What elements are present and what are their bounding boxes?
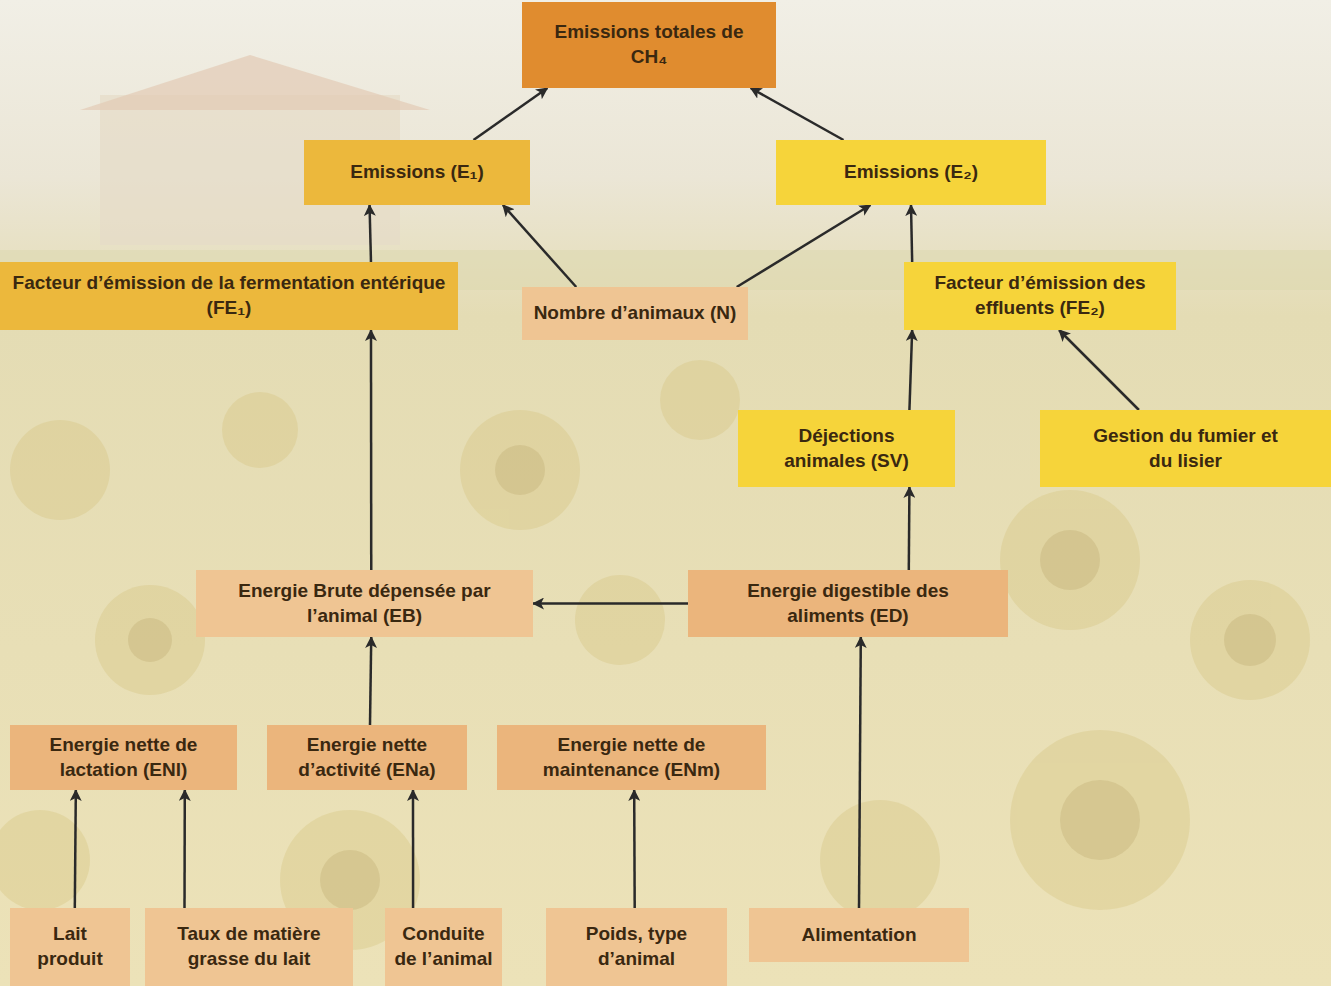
box-label: Nombre d’animaux (N) (534, 301, 737, 326)
process-box: Energie digestible des aliments (ED) (688, 570, 1008, 637)
arrow-connector (412, 790, 415, 908)
arrow-connector (908, 487, 911, 570)
box-label: Energie nette de maintenance (ENm) (507, 733, 757, 782)
process-box: Alimentation (749, 908, 969, 962)
box-label: Emissions (E₂) (844, 160, 978, 185)
box-label: Energie nette de lactation (ENl) (18, 733, 229, 782)
arrow-connector (737, 205, 871, 287)
process-box: Taux de matière grasse du lait (145, 908, 353, 986)
process-box: Nombre d’animaux (N) (522, 287, 748, 340)
process-box: Energie Brute dépensée par l’animal (EB) (196, 570, 533, 637)
process-box: Facteur d’émission des effluents (FE₂) (904, 262, 1176, 330)
process-box: Gestion du fumier et du lisier (1040, 410, 1331, 487)
process-box: Emissions (E₁) (304, 140, 530, 205)
box-label: Déjections animales (SV) (767, 424, 927, 473)
process-box: Energie nette de lactation (ENl) (10, 725, 237, 790)
process-box: Emissions (E₂) (776, 140, 1046, 205)
arrow-connector (751, 88, 844, 140)
box-label: Energie Brute dépensée par l’animal (EB) (215, 579, 515, 628)
box-label: Alimentation (801, 923, 916, 948)
process-box: Emissions totales de CH₄ (522, 2, 776, 88)
arrow-connector (183, 790, 186, 908)
box-label: Emissions totales de CH₄ (549, 20, 749, 69)
box-label: Facteur d’émission des effluents (FE₂) (915, 271, 1165, 320)
process-box: Lait produit (10, 908, 130, 986)
arrow-connector (503, 205, 576, 287)
box-label: Taux de matière grasse du lait (154, 922, 344, 971)
process-box: Energie nette d’activité (ENa) (267, 725, 467, 790)
process-box: Poids, type d’animal (546, 908, 727, 986)
process-box: Déjections animales (SV) (738, 410, 955, 487)
arrow-connector (533, 602, 688, 605)
box-label: Lait produit (18, 922, 122, 971)
arrow-connector (1059, 330, 1139, 410)
box-label: Poids, type d’animal (554, 922, 719, 971)
box-label: Conduite de l’animal (393, 922, 494, 971)
arrow-connector (370, 330, 373, 570)
box-label: Energie nette d’activité (ENa) (275, 733, 459, 782)
arrow-connector (474, 88, 548, 140)
process-box: Facteur d’émission de la fermentation en… (0, 262, 458, 330)
arrow-connector (370, 637, 371, 725)
box-label: Emissions (E₁) (350, 160, 484, 185)
arrow-connector (859, 637, 861, 908)
arrow-connector (75, 790, 76, 908)
arrow-connector (911, 205, 912, 262)
process-box: Conduite de l’animal (385, 908, 502, 986)
box-label: Facteur d’émission de la fermentation en… (9, 271, 449, 320)
arrow-connector (370, 205, 371, 262)
process-box: Energie nette de maintenance (ENm) (497, 725, 766, 790)
arrow-connector (909, 330, 912, 410)
arrow-connector (633, 790, 636, 908)
box-label: Gestion du fumier et du lisier (1086, 424, 1286, 473)
box-label: Energie digestible des aliments (ED) (713, 579, 983, 628)
